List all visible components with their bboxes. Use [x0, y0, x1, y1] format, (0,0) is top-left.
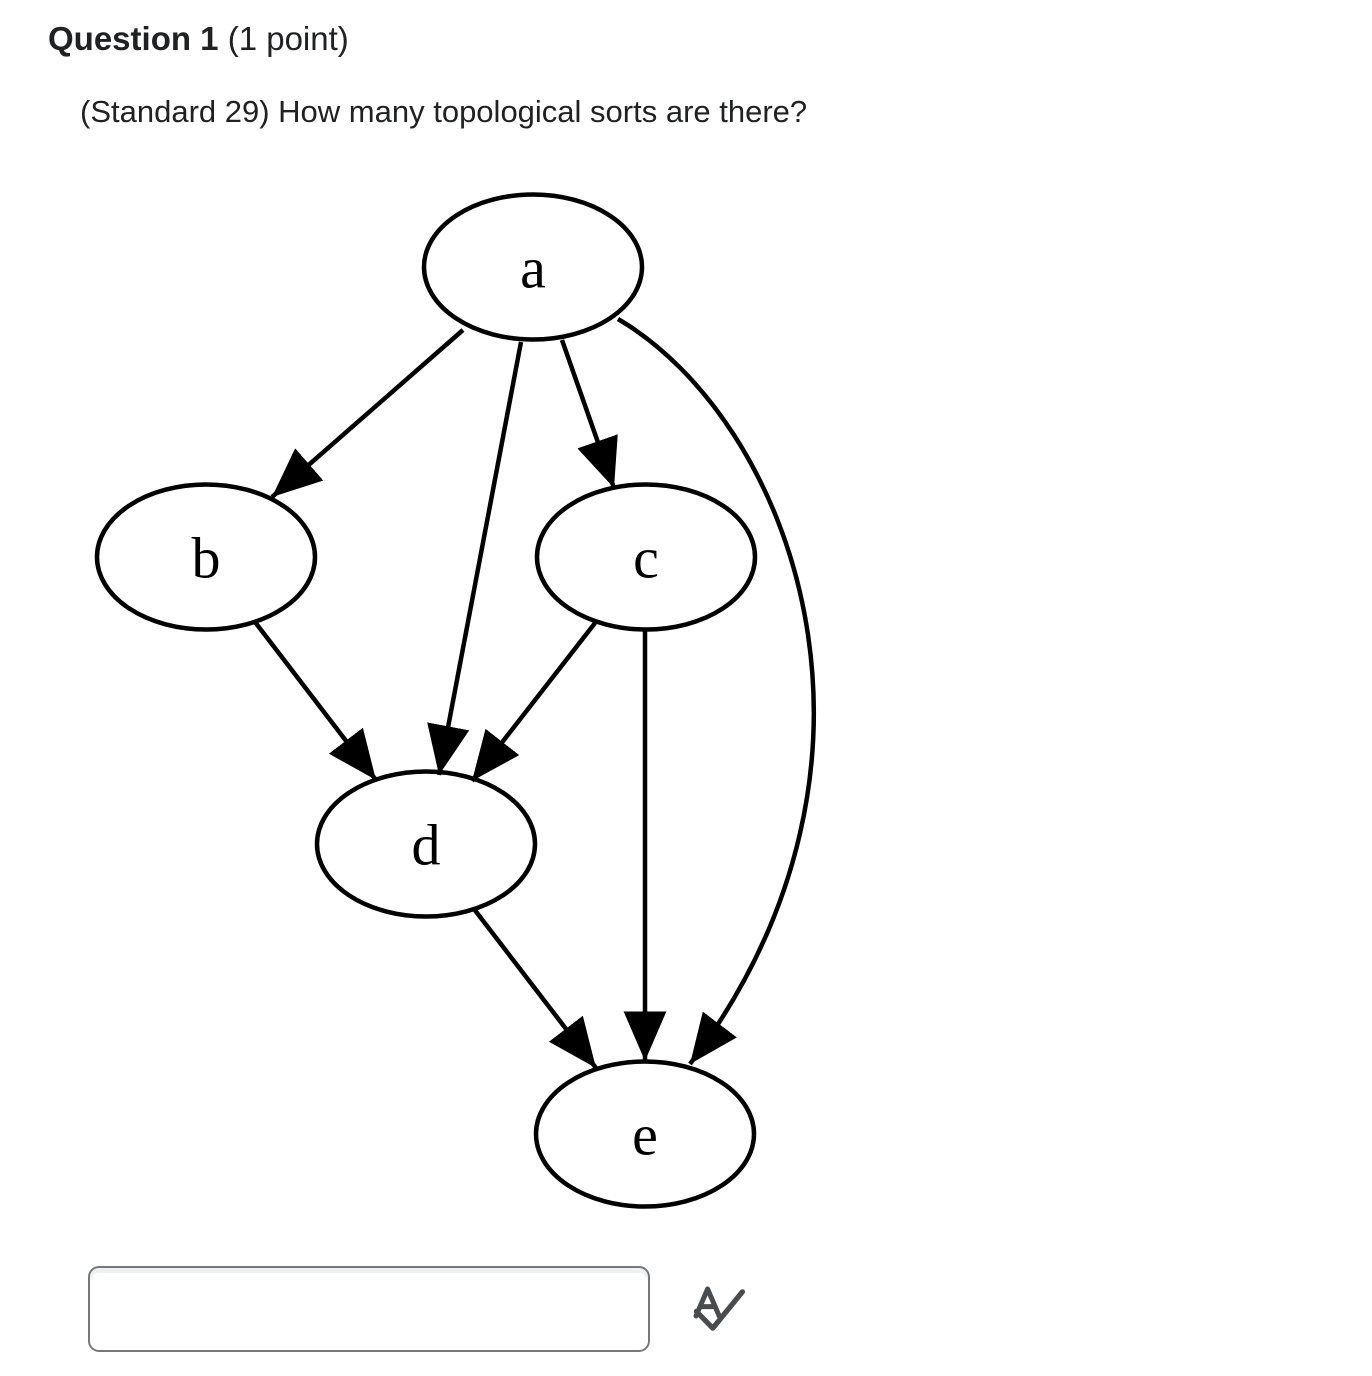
- graph-node-a: a: [421, 192, 645, 342]
- question-header: Question 1 (1 point): [48, 18, 349, 59]
- graph-node-b: b: [94, 482, 318, 632]
- question-points: (1 point): [227, 20, 349, 57]
- graph-node-c: c: [534, 482, 758, 632]
- node-ellipse-e: [533, 1059, 757, 1209]
- node-label-b: b: [192, 525, 221, 590]
- question-prompt: (Standard 29) How many topological sorts…: [80, 94, 808, 129]
- spell-check-icon-glyph: [693, 1286, 745, 1331]
- edge-b-d: [253, 620, 378, 782]
- node-label-a: a: [520, 235, 546, 300]
- node-ellipse-a: [421, 192, 645, 342]
- edge-a-e: [616, 317, 816, 1066]
- edge-a-b: [270, 328, 465, 499]
- edge-a-c: [559, 339, 618, 489]
- answer-input[interactable]: [88, 1266, 650, 1352]
- graph-node-d: d: [314, 769, 538, 919]
- graph-node-e: e: [533, 1059, 757, 1209]
- node-label-e: e: [632, 1102, 658, 1167]
- node-label-c: c: [633, 525, 659, 590]
- node-ellipse-b: [94, 482, 318, 632]
- question-number: Question 1: [48, 20, 219, 57]
- node-label-d: d: [412, 812, 441, 877]
- edge-d-e: [472, 907, 598, 1070]
- node-ellipse-d: [314, 769, 538, 919]
- edge-c-d: [470, 621, 597, 783]
- spell-check-icon[interactable]: [690, 1284, 746, 1334]
- edge-a-d: [427, 341, 524, 776]
